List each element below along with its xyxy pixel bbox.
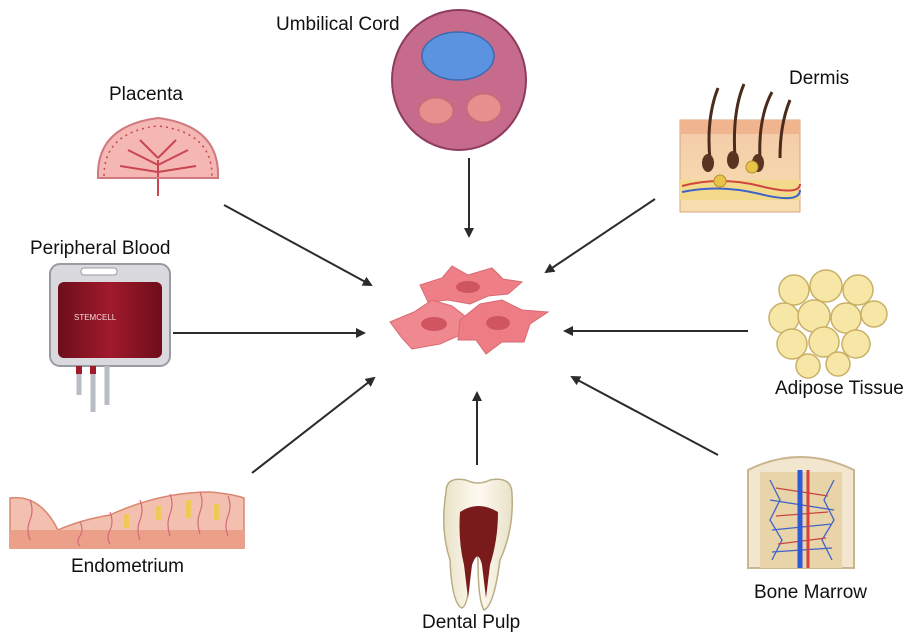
tooth-icon xyxy=(444,479,513,610)
placenta-icon xyxy=(98,118,218,196)
label-umbilical-cord: Umbilical Cord xyxy=(276,14,400,36)
arrow-dermis xyxy=(546,199,655,272)
label-dental-pulp: Dental Pulp xyxy=(422,612,520,634)
fat-cells-icon xyxy=(769,270,887,378)
label-endometrium: Endometrium xyxy=(71,556,184,578)
arrow-endometrium xyxy=(252,378,374,473)
endometrium-icon xyxy=(10,492,244,548)
skin-dermis-icon xyxy=(680,84,800,212)
bone-marrow-icon xyxy=(748,457,854,568)
arrow-placenta xyxy=(224,205,371,285)
blood-bag-icon: STEMCELL xyxy=(50,264,170,412)
arrow-bone xyxy=(572,377,718,455)
label-adipose-tissue: Adipose Tissue xyxy=(775,378,904,400)
label-peripheral-blood: Peripheral Blood xyxy=(30,238,170,260)
mesenchymal-stem-cells-icon xyxy=(390,266,548,354)
label-placenta: Placenta xyxy=(109,84,183,106)
umbilical-cord-icon xyxy=(392,10,526,150)
label-dermis: Dermis xyxy=(789,68,849,90)
label-bone-marrow: Bone Marrow xyxy=(754,582,867,604)
bag-brand-text: STEMCELL xyxy=(74,313,117,322)
